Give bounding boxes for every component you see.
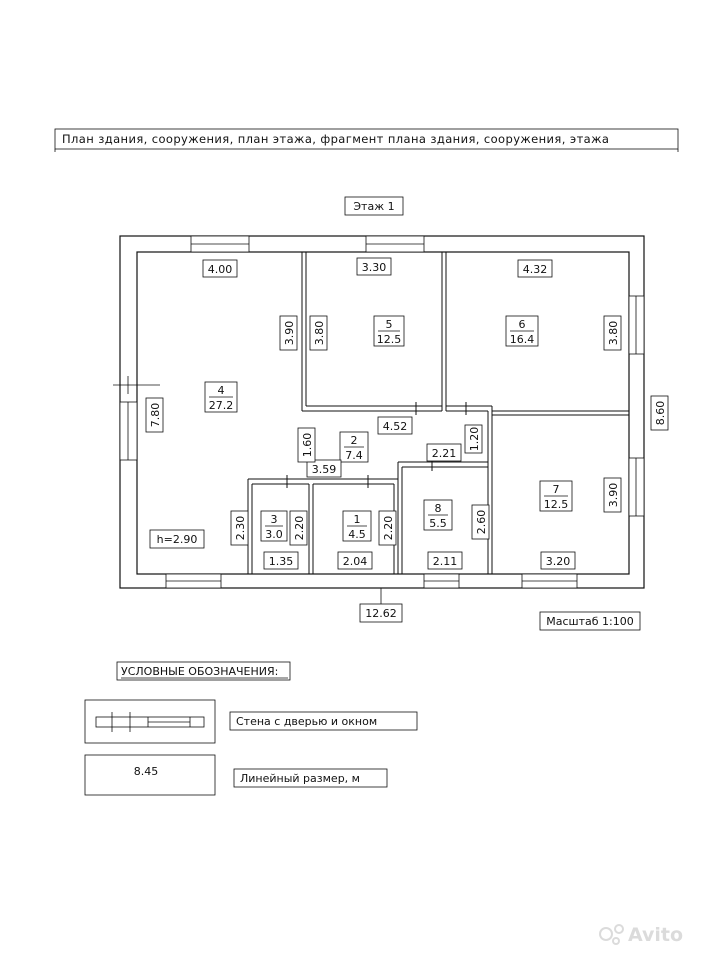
dim-total-width: 12.62 — [365, 607, 397, 620]
dim-r1-right: 2.20 — [382, 516, 395, 541]
dim-left-total: 7.80 — [149, 403, 162, 428]
floor-label-text: Этаж 1 — [353, 200, 394, 213]
dim-r5-left: 3.80 — [313, 321, 326, 346]
svg-text:7: 7 — [553, 483, 560, 496]
dimensions-vertical: 3.90 3.80 3.80 7.80 8.60 1.20 1.60 2.60 … — [145, 315, 669, 546]
dimensions-horizontal: 4.00 3.30 4.32 4.52 3.59 2.21 1.35 2.04 … — [202, 257, 576, 623]
dim-right-total: 8.60 — [654, 401, 667, 426]
legend-title: УСЛОВНЫЕ ОБОЗНАЧЕНИЯ: — [121, 665, 278, 678]
legend-wall-label: Стена с дверью и окном — [236, 715, 377, 728]
dim-r4-right: 3.90 — [283, 321, 296, 346]
watermark-text: Avito — [628, 924, 683, 946]
svg-text:Масштаб 1:100: Масштаб 1:100 — [546, 615, 633, 628]
dim-corridor-width: 3.59 — [312, 463, 337, 476]
dim-r3-bottom: 1.35 — [269, 555, 294, 568]
dim-r8-bottom: 2.11 — [433, 555, 458, 568]
svg-text:5: 5 — [386, 318, 393, 331]
dim-r8-top: 2.21 — [432, 447, 457, 460]
room-label-3: 3 3.0 — [260, 510, 288, 542]
room-label-1: 1 4.5 — [342, 510, 372, 542]
dim-r3-left: 2.30 — [234, 516, 247, 541]
svg-text:3: 3 — [271, 513, 278, 526]
windows — [113, 235, 645, 589]
door-marks — [286, 402, 467, 488]
window-left-1 — [119, 401, 138, 461]
svg-text:2: 2 — [351, 434, 358, 447]
room-labels: 4 27.2 5 12.5 6 16.4 2 7.4 7 12.5 — [204, 315, 573, 542]
room-label-2: 2 7.4 — [339, 431, 369, 463]
svg-text:12.5: 12.5 — [544, 498, 569, 511]
svg-text:6: 6 — [519, 318, 526, 331]
dim-r3-right: 2.20 — [293, 516, 306, 541]
dim-r4-top: 4.00 — [208, 263, 233, 276]
dim-r5-top: 3.30 — [362, 261, 387, 274]
window-right-2 — [628, 457, 645, 517]
svg-text:1: 1 — [354, 513, 361, 526]
scale-label: Масштаб 1:100 — [539, 611, 641, 631]
dim-r7-side: 3.90 — [607, 483, 620, 508]
header-title: План здания, сооружения, план этажа, фра… — [62, 132, 609, 146]
legend-dim-label: Линейный размер, м — [240, 772, 360, 785]
svg-text:h=2.90: h=2.90 — [157, 533, 198, 546]
dim-r6-top: 4.32 — [523, 263, 548, 276]
svg-text:3.0: 3.0 — [265, 528, 283, 541]
svg-text:12.5: 12.5 — [377, 333, 402, 346]
dim-r8-side: 2.60 — [475, 510, 488, 535]
legend-dim-sample-box — [84, 754, 216, 796]
svg-text:4: 4 — [218, 384, 225, 397]
legend: УСЛОВНЫЕ ОБОЗНАЧЕНИЯ: Стена с дверью и о… — [84, 661, 418, 796]
svg-text:8: 8 — [435, 502, 442, 515]
header: План здания, сооружения, план этажа, фра… — [54, 128, 679, 152]
dim-hall-width: 4.52 — [383, 420, 408, 433]
watermark: Avito — [599, 924, 683, 946]
room-label-4: 4 27.2 — [204, 381, 238, 413]
dim-corridor-height: 1.60 — [301, 433, 314, 458]
interior-walls — [247, 252, 629, 574]
height-label: h=2.90 — [149, 529, 205, 549]
legend-dim-sample: 8.45 — [134, 765, 159, 778]
room-label-7: 7 12.5 — [539, 480, 573, 512]
svg-text:16.4: 16.4 — [510, 333, 535, 346]
room-label-6: 6 16.4 — [505, 315, 539, 347]
svg-text:4.5: 4.5 — [348, 528, 366, 541]
avito-logo-icon — [599, 927, 613, 941]
dim-r1-bottom: 2.04 — [343, 555, 368, 568]
svg-text:7.4: 7.4 — [345, 449, 363, 462]
window-right-1 — [628, 295, 645, 355]
dim-r6-right: 3.80 — [607, 321, 620, 346]
dim-hall-ext: 1.20 — [468, 427, 481, 452]
room-label-5: 5 12.5 — [373, 315, 405, 347]
svg-text:27.2: 27.2 — [209, 399, 234, 412]
floor-label: Этаж 1 — [344, 196, 404, 216]
header-box — [54, 128, 679, 150]
dim-r7-bottom: 3.20 — [546, 555, 571, 568]
room-label-8: 8 5.5 — [423, 499, 453, 531]
svg-text:5.5: 5.5 — [429, 517, 447, 530]
